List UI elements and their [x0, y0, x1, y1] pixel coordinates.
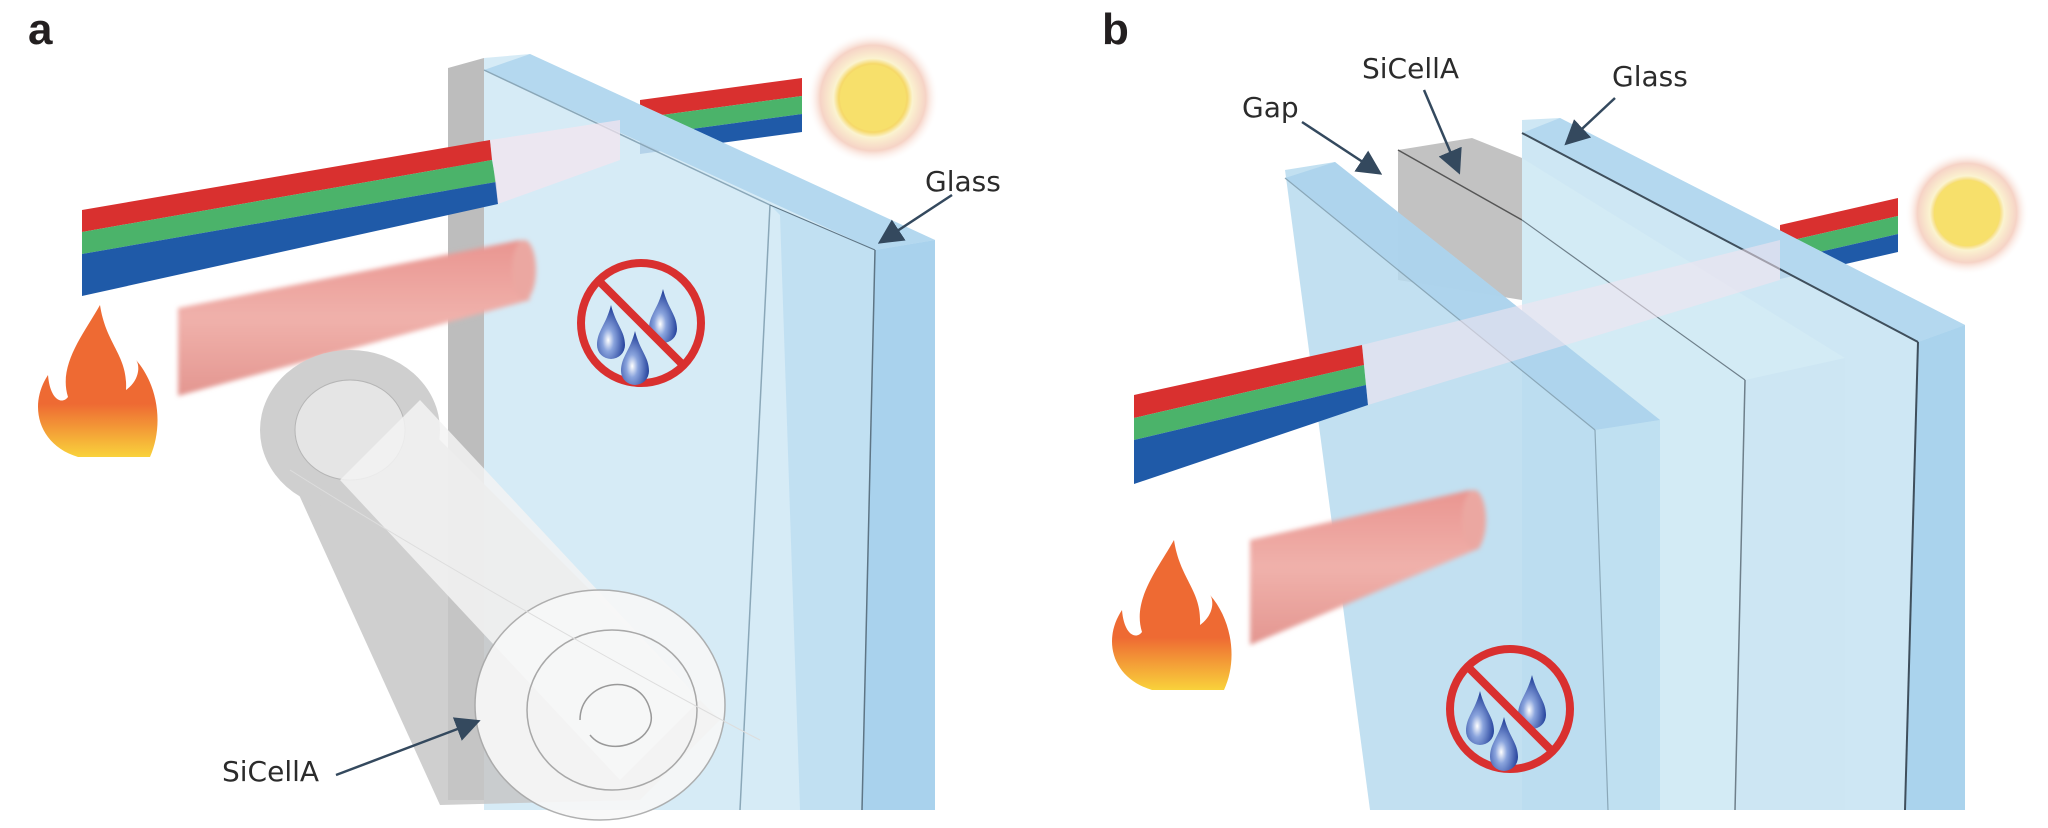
gap-arrow: [1301, 120, 1383, 175]
panel-letter-b: b: [1102, 5, 1129, 54]
panel-letter-a: a: [28, 5, 53, 54]
sun-icon: [807, 32, 939, 164]
sicella-arrow: [335, 717, 481, 777]
label-glass-a: Glass: [925, 165, 1001, 198]
glass-pane-front: [1284, 162, 1660, 811]
glass-arrow: [877, 193, 953, 244]
label-sicella-a: SiCellA: [222, 755, 320, 788]
no-water-icon: [1446, 645, 1574, 773]
panel-a: [38, 32, 953, 821]
visible-light-beam: [82, 120, 620, 296]
sicella-roll: [260, 350, 761, 821]
flame-icon: [1112, 540, 1232, 690]
glass-pane: [483, 54, 935, 811]
sicella-arrow: [1422, 89, 1462, 175]
label-sicella-b: SiCellA: [1362, 52, 1460, 85]
sun-icon: [1905, 151, 2029, 275]
label-glass-b: Glass: [1612, 60, 1688, 93]
panel-b: [1112, 89, 2029, 811]
label-gap-b: Gap: [1242, 91, 1299, 124]
infrared-beam: [178, 240, 536, 396]
no-water-icon: [577, 259, 705, 387]
visible-light-beam: [1134, 240, 1780, 484]
infrared-beam: [1250, 490, 1486, 645]
glass-arrow: [1564, 97, 1616, 146]
flame-icon: [38, 305, 158, 457]
